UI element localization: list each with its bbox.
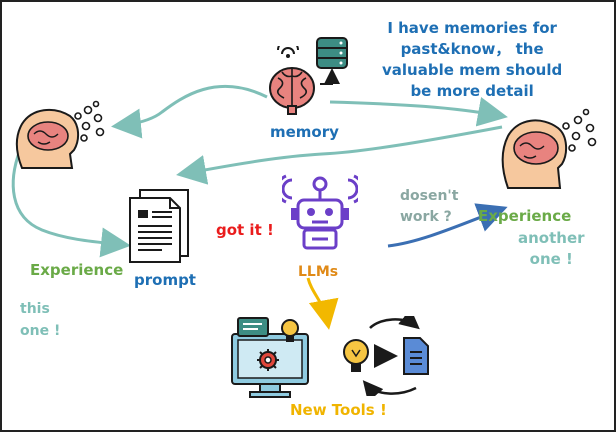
memory-label: memory	[270, 123, 339, 141]
another-one-label: another one !	[518, 228, 585, 270]
doesnt-work-label: dosen't work ?	[400, 186, 458, 228]
this-one-label: this one !	[20, 298, 60, 342]
doesnt-work-line: dosen't	[400, 188, 459, 204]
head-brain-right-icon	[501, 108, 597, 189]
arrow-right-head-to-prompt	[176, 125, 503, 185]
brain-memory-icon	[269, 46, 315, 115]
arrow-llm-to-tools	[306, 277, 339, 330]
arrow-left-head-to-prompt	[11, 149, 131, 258]
arrow-memory-to-right-head	[329, 96, 508, 127]
new-tools-label: New Tools !	[290, 401, 387, 419]
arrow-brain-to-database	[320, 68, 340, 85]
memory-note-line: I have memories for	[387, 19, 557, 37]
memory-note-line: past&know， the	[400, 40, 544, 58]
memory-note: I have memories for past&know， the valua…	[382, 18, 562, 102]
memory-note-line: be more detail	[410, 82, 534, 100]
this-one-line: one !	[20, 323, 61, 339]
head-brain-left-icon	[15, 100, 105, 169]
another-one-line: another	[518, 229, 585, 247]
tools-computer-icon	[231, 317, 309, 398]
got-it-label: got it !	[216, 221, 274, 239]
prompt-label: prompt	[134, 271, 196, 289]
idea-to-document-icon	[343, 316, 429, 396]
llms-label: LLMs	[298, 264, 339, 280]
doesnt-work-line: work ?	[400, 209, 452, 225]
document-icon	[129, 189, 189, 263]
memory-note-line: valuable mem should	[382, 61, 563, 79]
arrow-llm-to-experience	[387, 203, 508, 248]
experience-left-label: Experience	[30, 261, 124, 279]
another-one-line: one !	[529, 250, 573, 268]
database-icon	[316, 37, 348, 69]
arrow-memory-to-left-head	[111, 84, 268, 139]
robot-icon	[282, 174, 358, 250]
this-one-line: this	[20, 301, 50, 317]
experience-right-label: Experience	[478, 207, 572, 225]
